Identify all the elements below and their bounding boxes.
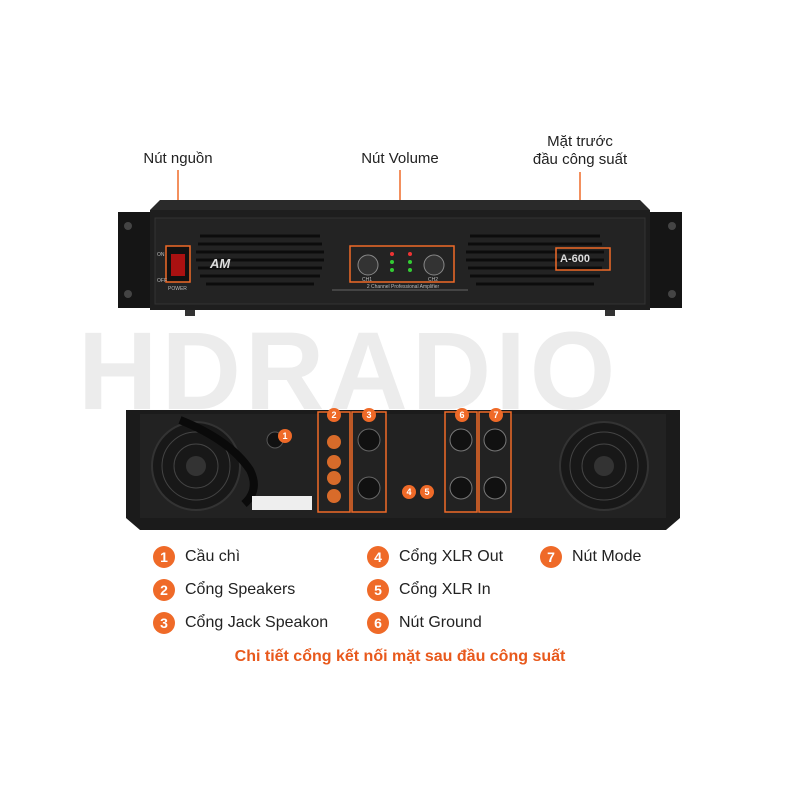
legend-item-3: 3 Cổng Jack Speakon bbox=[153, 612, 328, 634]
figure-caption: Chi tiết cổng kết nối mặt sau đầu công s… bbox=[234, 648, 566, 665]
legend-number: 3 bbox=[153, 612, 175, 634]
legend-item-6: 6 Nút Ground bbox=[367, 612, 482, 634]
legend-number: 2 bbox=[153, 579, 175, 601]
front-on: ON bbox=[157, 252, 165, 258]
front-ch1: CH1 bbox=[362, 277, 373, 283]
callout-front-line2: đầu công suất bbox=[532, 151, 628, 168]
legend-number: 1 bbox=[153, 546, 175, 568]
callout-volume-label: Nút Volume bbox=[361, 150, 439, 167]
front-power: POWER bbox=[168, 286, 187, 292]
rear-marker-6: 6 bbox=[455, 408, 469, 422]
legend-label: Nút Mode bbox=[572, 548, 642, 565]
legend-label: Cổng XLR In bbox=[399, 581, 491, 598]
legend-label: Cổng XLR Out bbox=[399, 548, 504, 565]
front-ch2: CH2 bbox=[428, 277, 439, 283]
legend-label: Nút Ground bbox=[399, 614, 482, 631]
front-logo: AM bbox=[210, 256, 231, 271]
legend-item-5: 5 Cổng XLR In bbox=[367, 579, 491, 601]
legend-label: Cổng Speakers bbox=[185, 581, 296, 598]
legend-number: 4 bbox=[367, 546, 389, 568]
legend-number: 5 bbox=[367, 579, 389, 601]
rear-marker-7: 7 bbox=[489, 408, 503, 422]
callout-front-label: Mặt trước đầu công suất bbox=[510, 133, 650, 169]
rear-marker-4: 4 bbox=[402, 485, 416, 499]
rear-marker-3: 3 bbox=[362, 408, 376, 422]
legend-item-1: 1 Cầu chì bbox=[153, 546, 240, 568]
front-model: A-600 bbox=[560, 253, 590, 265]
rear-panel-image bbox=[126, 410, 680, 530]
legend-number: 7 bbox=[540, 546, 562, 568]
rear-marker-2: 2 bbox=[327, 408, 341, 422]
front-panel-image bbox=[118, 170, 682, 316]
legend-item-4: 4 Cổng XLR Out bbox=[367, 546, 503, 568]
front-off: OFF bbox=[157, 278, 167, 284]
callout-power-label: Nút nguồn bbox=[143, 150, 213, 167]
legend-label: Cổng Jack Speakon bbox=[185, 614, 329, 631]
legend-item-7: 7 Nút Mode bbox=[540, 546, 641, 568]
legend-number: 6 bbox=[367, 612, 389, 634]
callout-front-line1: Mặt trước bbox=[547, 133, 613, 150]
rear-marker-5: 5 bbox=[420, 485, 434, 499]
legend-label: Cầu chì bbox=[185, 548, 241, 565]
rear-marker-1: 1 bbox=[278, 429, 292, 443]
front-subtitle: 2 Channel Professional Amplifier bbox=[366, 284, 440, 290]
legend-item-2: 2 Cổng Speakers bbox=[153, 579, 295, 601]
